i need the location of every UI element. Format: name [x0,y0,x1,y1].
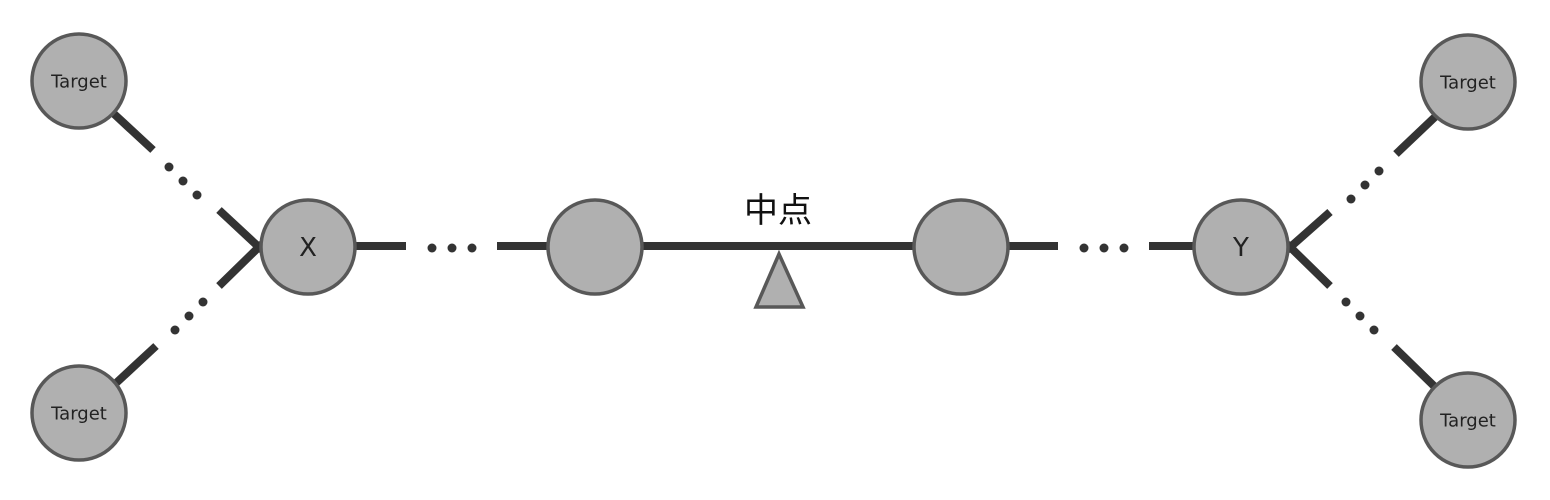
ellipsis-bottom-right [1341,297,1379,335]
node-inner-right [912,198,1010,296]
node-target-top-right: Target [1419,33,1517,131]
branch-top-right-inner [1284,209,1333,253]
branch-bottom-left-outer [112,343,159,387]
node-target-bottom-left: Target [30,364,128,462]
node-y-label: Y [1232,233,1249,263]
ellipsis-bottom-left [170,297,208,335]
node-target-top-left-label: Target [50,72,107,93]
midpoint-label: 中点 [744,191,812,231]
branch-top-left-outer [110,110,156,153]
ellipsis-right [1079,243,1129,253]
node-target-top-left: Target [30,32,128,130]
node-y: Y [1192,198,1290,296]
node-target-bottom-right: Target [1419,371,1517,469]
node-x: X [259,198,357,296]
branch-bottom-right-outer [1391,344,1437,389]
branch-bottom-left-inner [216,241,265,289]
node-target-bottom-right-label: Target [1439,411,1496,432]
node-target-top-right-label: Target [1439,73,1496,94]
pivot-triangle [753,249,806,309]
node-x-label: X [299,233,317,263]
branch-bottom-right-inner [1284,241,1333,289]
ellipsis-top-left [164,162,202,200]
branch-top-left-inner [216,207,265,253]
node-inner-left [546,198,644,296]
ellipsis-left [427,243,477,253]
ellipsis-top-right [1346,166,1384,204]
branch-top-right-outer [1393,113,1439,157]
node-target-bottom-left-label: Target [50,404,107,425]
